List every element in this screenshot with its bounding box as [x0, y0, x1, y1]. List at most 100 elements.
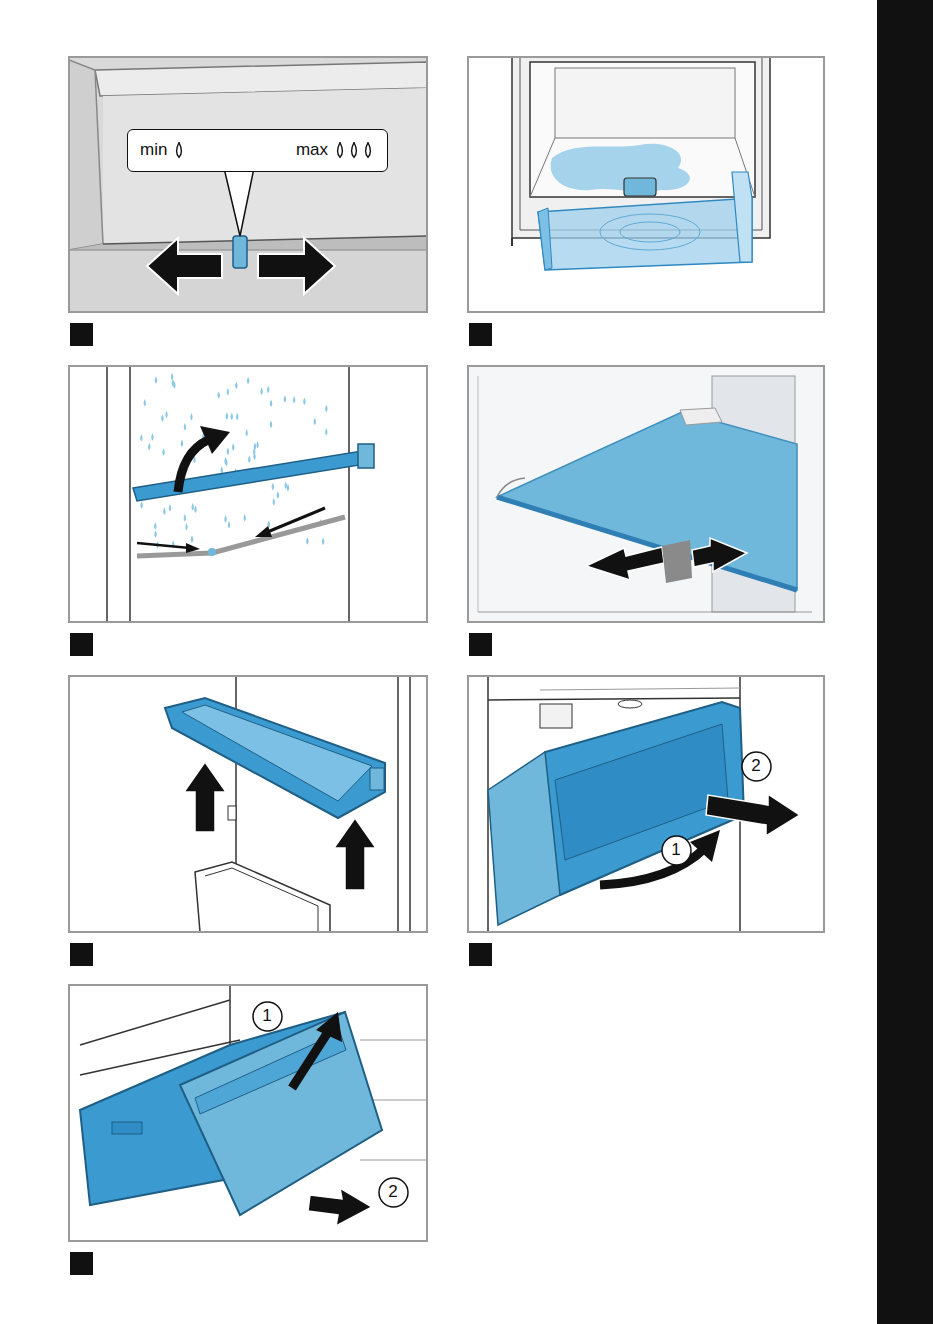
step-circle: 2 [378, 1177, 409, 1208]
water-drops-part [191, 535, 193, 542]
water-drops-part [165, 411, 167, 418]
water-drops-part [190, 413, 192, 420]
water-drops-part [306, 537, 308, 544]
circle-outline-shape [742, 752, 771, 781]
glass-shelf-figure-part [497, 412, 797, 590]
water-drops-part [148, 443, 150, 450]
indicator-group: max [296, 141, 375, 160]
drawer-cover-figure-part [540, 688, 740, 690]
humidity-slider-figure-part [233, 236, 247, 268]
drain-channel-figure-part [106, 366, 108, 622]
circle-outline-shape [662, 836, 691, 865]
water-drops-part [245, 429, 247, 436]
callout-number: 2 [388, 1183, 397, 1202]
drain-channel-figure-part [133, 450, 372, 501]
meltwater-tray-figure [468, 57, 824, 312]
glass-shelf-figure [468, 366, 824, 622]
drawer-figure [69, 985, 427, 1241]
drain-channel-figure-part [265, 508, 325, 533]
water-drops-part [244, 514, 246, 521]
drawer-cover-figure [468, 676, 824, 932]
callout-number: 2 [751, 757, 760, 776]
drain-channel-figure [69, 366, 427, 622]
glass-shelf-figure-part [478, 376, 479, 612]
humidity-slider-figure-part [258, 238, 335, 294]
glass-shelf-figure-part [468, 366, 824, 622]
meltwater-tray-figure-part [600, 214, 700, 250]
door-bin-figure-part [397, 676, 399, 932]
drawer-figure-part [80, 1000, 230, 1045]
water-drops-part [273, 498, 275, 505]
drawer-figure-part [180, 1012, 382, 1215]
step-markers-part [70, 323, 93, 346]
drain-channel-figure-part [208, 548, 216, 556]
indicator-callout: min max [127, 129, 388, 172]
drawer-cover-figure-part [618, 700, 642, 708]
drawer-figure-part [308, 1188, 372, 1226]
water-drops-part [231, 413, 233, 420]
door-bin-figure-part [184, 762, 226, 832]
humidity-slider-figure-part [103, 236, 427, 244]
glass-shelf-figure-part [662, 540, 692, 583]
step-circle: 1 [252, 1001, 283, 1032]
drop-icon-part [352, 142, 357, 157]
meltwater-tray-figure-part [511, 238, 513, 246]
water-drops-part [140, 434, 142, 441]
humidity-slider-figure-part [147, 238, 222, 294]
door-bin-figure-part [370, 768, 384, 790]
step-circle: 2 [741, 751, 772, 782]
meltwater-tray-figure-part [620, 222, 680, 242]
water-drops-part [293, 396, 295, 403]
water-drops-part [163, 508, 165, 515]
humidity-slider-figure-part [69, 236, 427, 250]
water-drops-part [224, 457, 226, 464]
water-drops-part [154, 522, 156, 529]
circle-outline-shape [379, 1178, 408, 1207]
panel-frames-part [69, 676, 427, 932]
panel-frames-part [69, 985, 427, 1241]
water-drops-part [228, 521, 230, 528]
door-bin-figure-part [69, 676, 427, 932]
meltwater-tray-figure-part [468, 57, 824, 312]
step-markers-part [469, 633, 492, 656]
step-markers-part [70, 1252, 93, 1275]
drain-channel-figure-part [137, 517, 345, 556]
humidity-slider-figure-part [69, 250, 427, 251]
glass-shelf-figure-part [497, 478, 525, 497]
door-bin-figure-part [228, 806, 236, 820]
water-drops-part [162, 448, 164, 455]
water-drops-part [184, 514, 186, 521]
circle-outline-shape [253, 1002, 282, 1031]
water-drops-part [285, 482, 287, 489]
water-drops-part [144, 399, 146, 406]
drawer-cover-figure-part [488, 752, 560, 925]
drawer-cover-figure-part [540, 704, 572, 728]
glass-shelf-figure-part [478, 612, 812, 613]
water-drops-part [155, 376, 157, 383]
drain-channel-figure-part [200, 426, 230, 454]
drain-channel-figure-part [186, 543, 200, 553]
meltwater-tray-figure-part [732, 172, 752, 262]
panel-frames-part [468, 366, 824, 622]
humidity-slider-figure-part [69, 57, 427, 312]
indicator-group: min [140, 141, 186, 160]
water-drops-part [181, 440, 183, 447]
drain-channel-figure-part [348, 366, 350, 622]
panel-frames-part [468, 57, 824, 312]
step-markers [70, 323, 492, 1275]
drawer-cover-figure-part [706, 794, 800, 836]
water-drops-part [151, 433, 153, 440]
panel-frames [69, 57, 824, 1241]
step-markers-part [70, 943, 93, 966]
water-drops-part [284, 395, 286, 402]
humidity-slider-figure-part [224, 168, 254, 236]
water-drops-part [270, 400, 272, 407]
water-drops-part [217, 391, 219, 398]
water-drops-part [161, 414, 163, 421]
humidity-slider-figure-part [69, 60, 103, 250]
drain-channel-figure-part [255, 526, 272, 537]
water-drops-part [256, 441, 258, 448]
water-drops-part [235, 382, 237, 389]
